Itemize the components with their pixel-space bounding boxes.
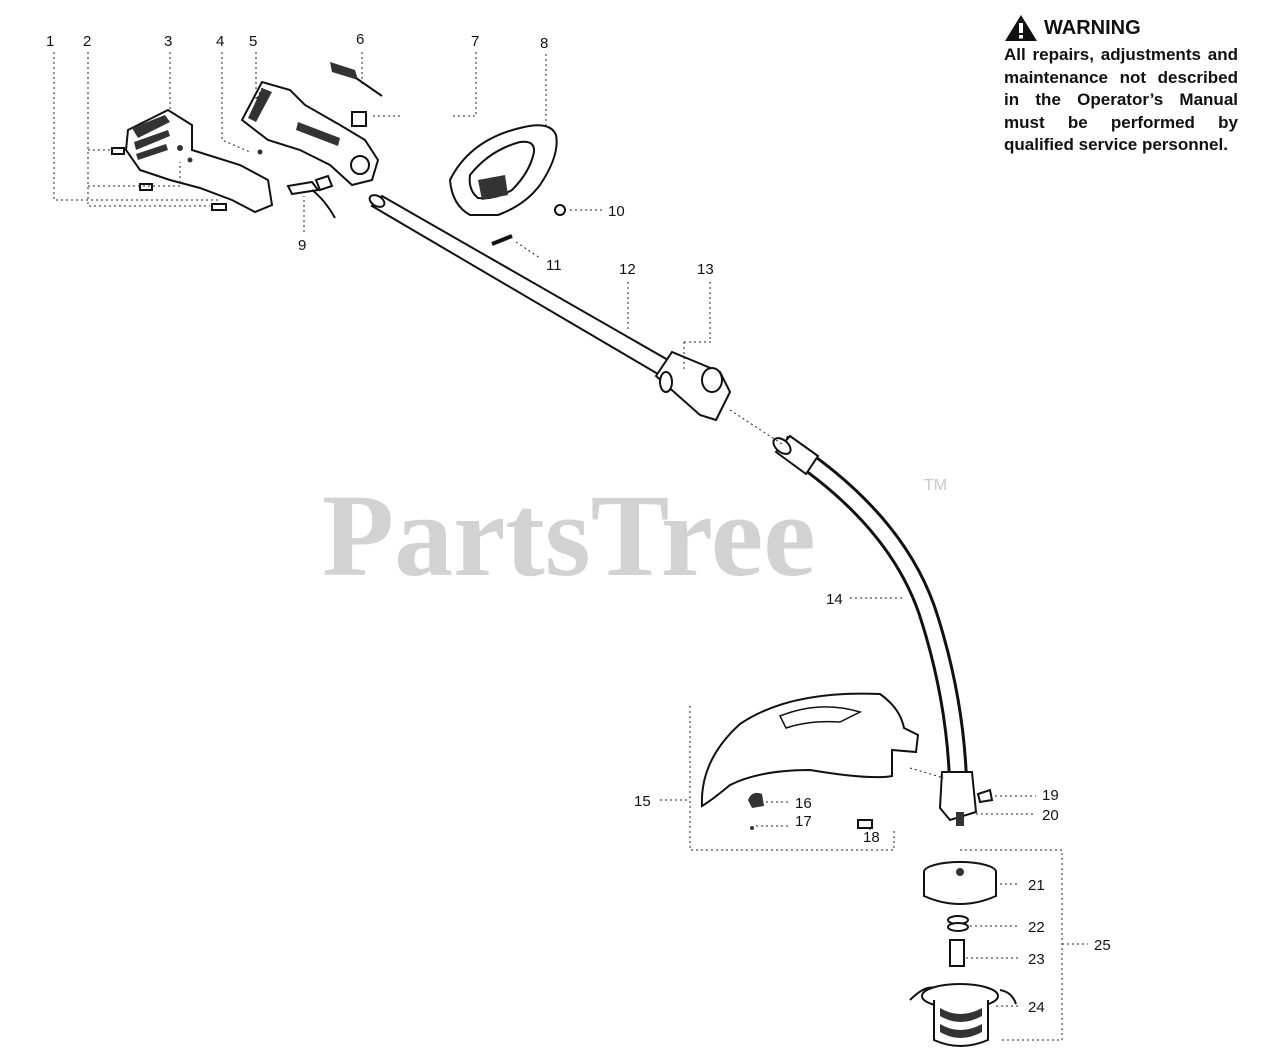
- warning-triangle-icon: [1005, 15, 1037, 41]
- part-coupler: [654, 350, 732, 422]
- callout-24: 24: [1028, 999, 1045, 1016]
- callout-4: 4: [216, 33, 224, 50]
- callout-2: 2: [83, 33, 91, 50]
- part-screw-a: [111, 147, 125, 155]
- callout-7: 7: [471, 33, 479, 50]
- callout-13: 13: [697, 261, 714, 278]
- callout-22: 22: [1028, 919, 1045, 936]
- callout-21: 21: [1028, 877, 1045, 894]
- callout-25: 25: [1094, 937, 1111, 954]
- watermark-text: PartsTree: [322, 470, 816, 601]
- part-nut: [257, 149, 263, 155]
- callout-numbers: 1 2 3 4 5 6 7 8 9 10 11 12 13 14 15 16 1…: [46, 31, 1111, 1016]
- part-trigger-lockout: [351, 111, 367, 127]
- part-cable-spring: [330, 62, 383, 97]
- callout-20: 20: [1042, 807, 1059, 824]
- part-bolt-11: [491, 234, 513, 246]
- part-drive-head: [938, 771, 978, 826]
- callout-9: 9: [298, 237, 306, 254]
- part-screw-17: [750, 826, 754, 830]
- part-lower-shaft: [772, 434, 968, 781]
- callout-12: 12: [619, 261, 636, 278]
- callout-10: 10: [608, 203, 625, 220]
- callout-18: 18: [863, 829, 880, 846]
- part-bolt-18: [857, 819, 873, 829]
- callout-23: 23: [1028, 951, 1045, 968]
- part-guard-assembly: [700, 692, 920, 808]
- callout-16: 16: [795, 795, 812, 812]
- part-throttle-housing: [240, 80, 380, 187]
- callout-14: 14: [826, 591, 843, 608]
- warning-body: All repairs, adjustments and maintenance…: [1004, 45, 1238, 154]
- callout-3: 3: [164, 33, 172, 50]
- part-screw-b: [139, 183, 153, 191]
- callout-17: 17: [795, 813, 812, 830]
- warning-notice: WARNING All repairs, adjustments and mai…: [1004, 14, 1238, 157]
- callout-15: 15: [634, 793, 651, 810]
- part-auxiliary-handle: [448, 124, 558, 216]
- part-throttle-trigger: [286, 174, 336, 219]
- callout-19: 19: [1042, 787, 1059, 804]
- part-handle-housing: [124, 108, 274, 214]
- callout-11: 11: [546, 257, 562, 274]
- part-screw-c: [211, 203, 227, 211]
- part-spring-22: [947, 915, 969, 932]
- callout-5: 5: [249, 33, 257, 50]
- part-head-cover: [923, 861, 997, 905]
- callout-1: 1: [46, 33, 54, 50]
- watermark-tm: TM: [924, 477, 947, 494]
- part-bushing-23: [949, 939, 965, 967]
- leader-lines: [53, 52, 1088, 1041]
- part-clamp: [976, 788, 994, 804]
- warning-title: WARNING: [1044, 16, 1141, 39]
- callout-8: 8: [540, 35, 548, 52]
- part-screw-10: [554, 204, 566, 216]
- callout-6: 6: [356, 31, 364, 48]
- part-clip-16: [748, 792, 764, 808]
- part-spool: [909, 983, 1017, 1047]
